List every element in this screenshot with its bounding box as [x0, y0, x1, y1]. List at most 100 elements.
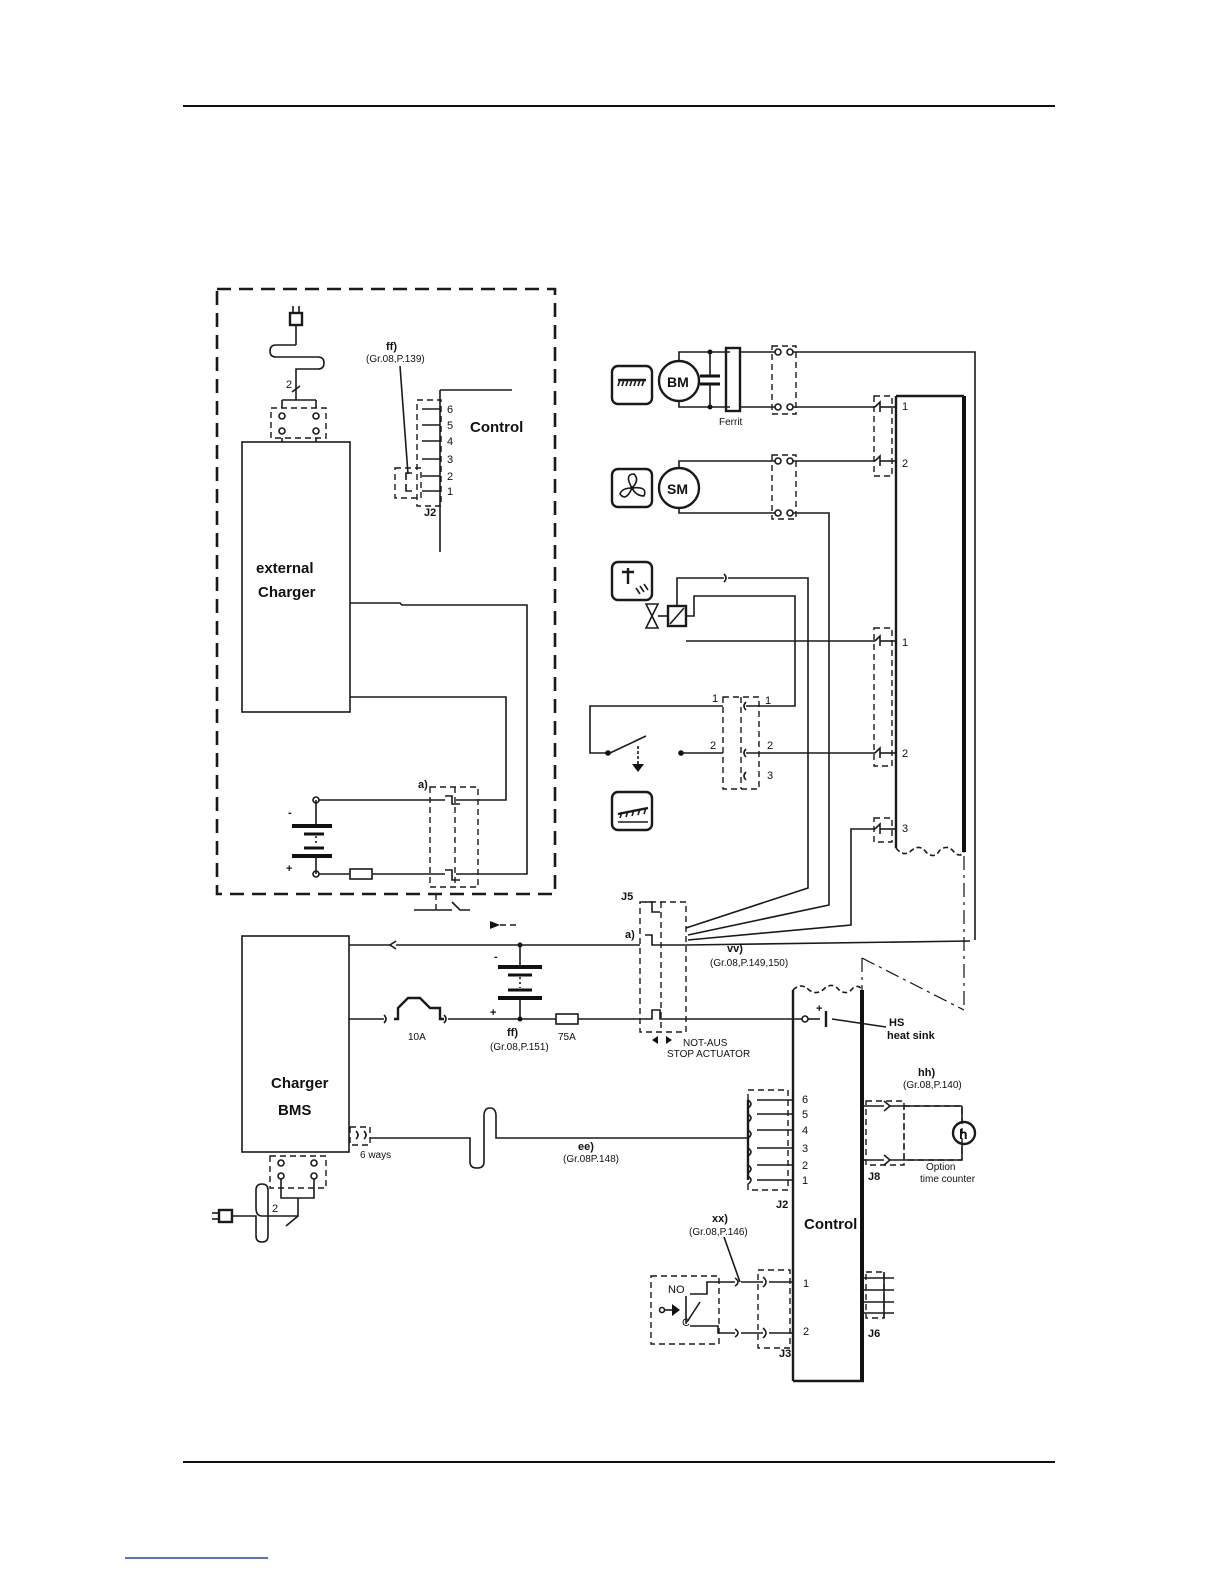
xx-ref: (Gr.08,P.146): [689, 1227, 748, 1238]
option-label-2: time counter: [920, 1174, 976, 1185]
heat-sink-label-1: HS: [889, 1017, 904, 1029]
right-pin-a1: 1: [902, 401, 908, 413]
ff-pointer: [399, 365, 409, 475]
stop-label-2: STOP ACTUATOR: [667, 1049, 750, 1060]
j2-pin-4-top: 4: [447, 436, 453, 448]
control-module-upper: [894, 394, 966, 857]
j2-connector-main: [746, 1089, 793, 1191]
main-battery-plus: +: [490, 1007, 496, 1019]
vv-label: vv): [727, 943, 743, 955]
vv-ref: (Gr.08,P.149,150): [710, 958, 788, 969]
j2-pin-4-main: 4: [802, 1125, 808, 1137]
j2-pin-2-top: 2: [447, 471, 453, 483]
heat-sink-plus: +: [816, 1003, 822, 1015]
fan-icon: [610, 467, 654, 509]
j3-pin-1: 1: [803, 1278, 809, 1290]
brush-motor-wiring: [678, 345, 976, 940]
external-charger-mains-connector: [270, 399, 327, 442]
external-charger: [241, 441, 351, 713]
brush-plate-icon: [610, 790, 654, 832]
j3-pin-2: 2: [803, 1326, 809, 1338]
j3-label: J3: [779, 1348, 791, 1360]
bms-data-cable: [349, 1107, 748, 1169]
battery-internal-minus: -: [288, 807, 292, 819]
time-counter-symbol: h: [959, 1126, 968, 1142]
water-valve-icon: [610, 560, 654, 602]
j2-pin-3-top: 3: [447, 454, 453, 466]
a-label-main: a): [625, 929, 635, 941]
main-battery: [498, 942, 542, 1022]
hh-ref: (Gr.08,P.140): [903, 1080, 962, 1091]
ferrit-label: Ferrit: [719, 417, 743, 428]
heat-sink-label-2: heat sink: [887, 1030, 936, 1042]
switch-connector: [722, 696, 766, 790]
bms-ways-label: 6 ways: [360, 1150, 391, 1161]
fuse-10a-label: 10A: [408, 1032, 426, 1043]
external-charger-wire-2: [350, 696, 507, 801]
a-link-dashed: [414, 901, 470, 911]
ee-label: ee): [578, 1141, 594, 1153]
stop-actuator-connector: [639, 901, 971, 1044]
suction-motor-wiring: [678, 454, 875, 936]
j2-pin-1-top: 1: [447, 486, 453, 498]
option-label-1: Option: [926, 1162, 955, 1173]
ff-label-main: ff): [507, 1027, 518, 1039]
switch-pin-right-3: 3: [767, 770, 773, 782]
brush-icon: [610, 364, 654, 406]
right-connector-valve: [686, 627, 896, 941]
right-pin-b2: 2: [902, 748, 908, 760]
connector-a-internal: [429, 786, 479, 888]
plug-wire-count-bms: 2: [272, 1203, 278, 1215]
j3-connector: [741, 1269, 793, 1349]
charger-bms-label-2: BMS: [278, 1102, 311, 1119]
external-charger-label-1: external: [256, 560, 314, 577]
brush-motor-label: BM: [667, 374, 689, 390]
suction-motor-label: SM: [667, 481, 688, 497]
external-charger-label-2: Charger: [258, 584, 316, 601]
j2-pin-6-top: 6: [447, 404, 453, 416]
j2-pin-3-main: 3: [802, 1143, 808, 1155]
ff-label-top: ff): [386, 341, 397, 353]
switch-pin-right-1: 1: [765, 695, 771, 707]
control-label-top: Control: [470, 419, 523, 436]
mains-plug-top: [269, 306, 325, 400]
j2-label-main: J2: [776, 1199, 788, 1211]
ee-ref: (Gr.08P.148): [563, 1154, 619, 1165]
j2-pin-2-main: 2: [802, 1160, 808, 1172]
fuse-75a-label: 75A: [558, 1032, 576, 1043]
a-link-arrow: [490, 921, 500, 929]
solenoid-valve: [644, 573, 809, 929]
xx-pointer: [723, 1236, 741, 1283]
plug-wire-count-top: 2: [286, 379, 292, 391]
hh-label: hh): [918, 1067, 935, 1079]
j8-connector: [862, 1100, 977, 1166]
right-pin-b3: 3: [902, 823, 908, 835]
switch-pin-right-2: 2: [767, 740, 773, 752]
charger-bms-label-1: Charger: [271, 1075, 329, 1092]
j6-label: J6: [868, 1328, 880, 1340]
switch-pin-left-1: 1: [712, 693, 718, 705]
control-module-main: [791, 984, 864, 1383]
external-charger-area: [215, 287, 557, 896]
brush-plate-switch: [589, 705, 723, 772]
external-charger-wire-1: [350, 602, 528, 875]
a-label-internal: a): [418, 779, 428, 791]
ff-ref-top: (Gr.08,P.139): [366, 354, 425, 365]
j6-connector: [862, 1271, 894, 1319]
key-switch: [650, 1275, 739, 1345]
right-connector-motors: [873, 395, 896, 477]
j2-pin-5-main: 5: [802, 1109, 808, 1121]
right-pin-b1: 1: [902, 637, 908, 649]
control-link-dashdot-2: [861, 957, 965, 1011]
main-power-lines: [349, 940, 887, 1028]
bms-mains-connector: [212, 1155, 327, 1243]
main-battery-minus: -: [494, 951, 498, 963]
j5-label: J5: [621, 891, 633, 903]
j8-label: J8: [868, 1171, 880, 1183]
j2-connector-top: [394, 389, 512, 552]
ff-ref-main: (Gr.08,P.151): [490, 1042, 549, 1053]
j2-pin-6-main: 6: [802, 1094, 808, 1106]
xx-label: xx): [712, 1213, 728, 1225]
battery-internal-plus: +: [286, 863, 292, 875]
key-switch-c: C: [682, 1317, 690, 1329]
